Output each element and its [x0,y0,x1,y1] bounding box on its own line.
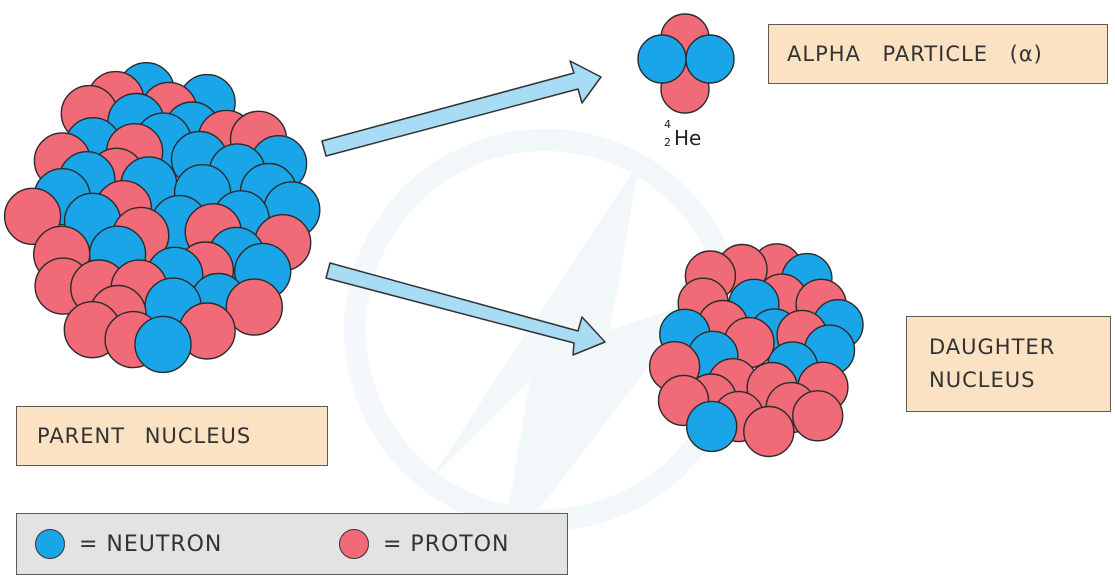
proton [792,390,844,442]
legend-neutron-label: = NEUTRON [79,531,223,557]
parent-nucleus-label: PARENT NUCLEUS [16,406,328,466]
parent-nucleus [3,61,321,374]
atomic-number: 2 [664,136,671,149]
legend: = NEUTRON = PROTON [16,513,568,575]
helium-symbol: He [674,126,702,150]
arrow-to-daughter [325,262,606,356]
proton-swatch-icon [339,529,369,559]
daughter-label-line1: DAUGHTER [929,335,1056,359]
legend-proton-label: = PROTON [383,531,510,557]
neutron [134,315,192,374]
arrow-to-alpha [321,60,602,157]
neutron-swatch-icon [35,529,65,559]
parent-nucleus-label-text: PARENT NUCLEUS [37,424,252,448]
daughter-nucleus [648,243,864,458]
daughter-label-line2: NUCLEUS [929,368,1036,392]
alpha-particle [637,13,735,114]
mass-number: 4 [664,118,671,131]
neutron [685,34,735,84]
alpha-particle-label-text: ALPHA PARTICLE (α) [787,42,1043,66]
legend-neutron: = NEUTRON [35,514,222,574]
neutron [686,400,738,453]
proton [225,278,284,336]
helium-notation: 4 2 He [664,118,702,150]
neutron [637,34,687,84]
daughter-nucleus-label: DAUGHTER NUCLEUS [906,316,1111,412]
alpha-particle-label: ALPHA PARTICLE (α) [768,24,1108,84]
proton [743,405,795,458]
legend-proton: = PROTON [339,514,510,574]
